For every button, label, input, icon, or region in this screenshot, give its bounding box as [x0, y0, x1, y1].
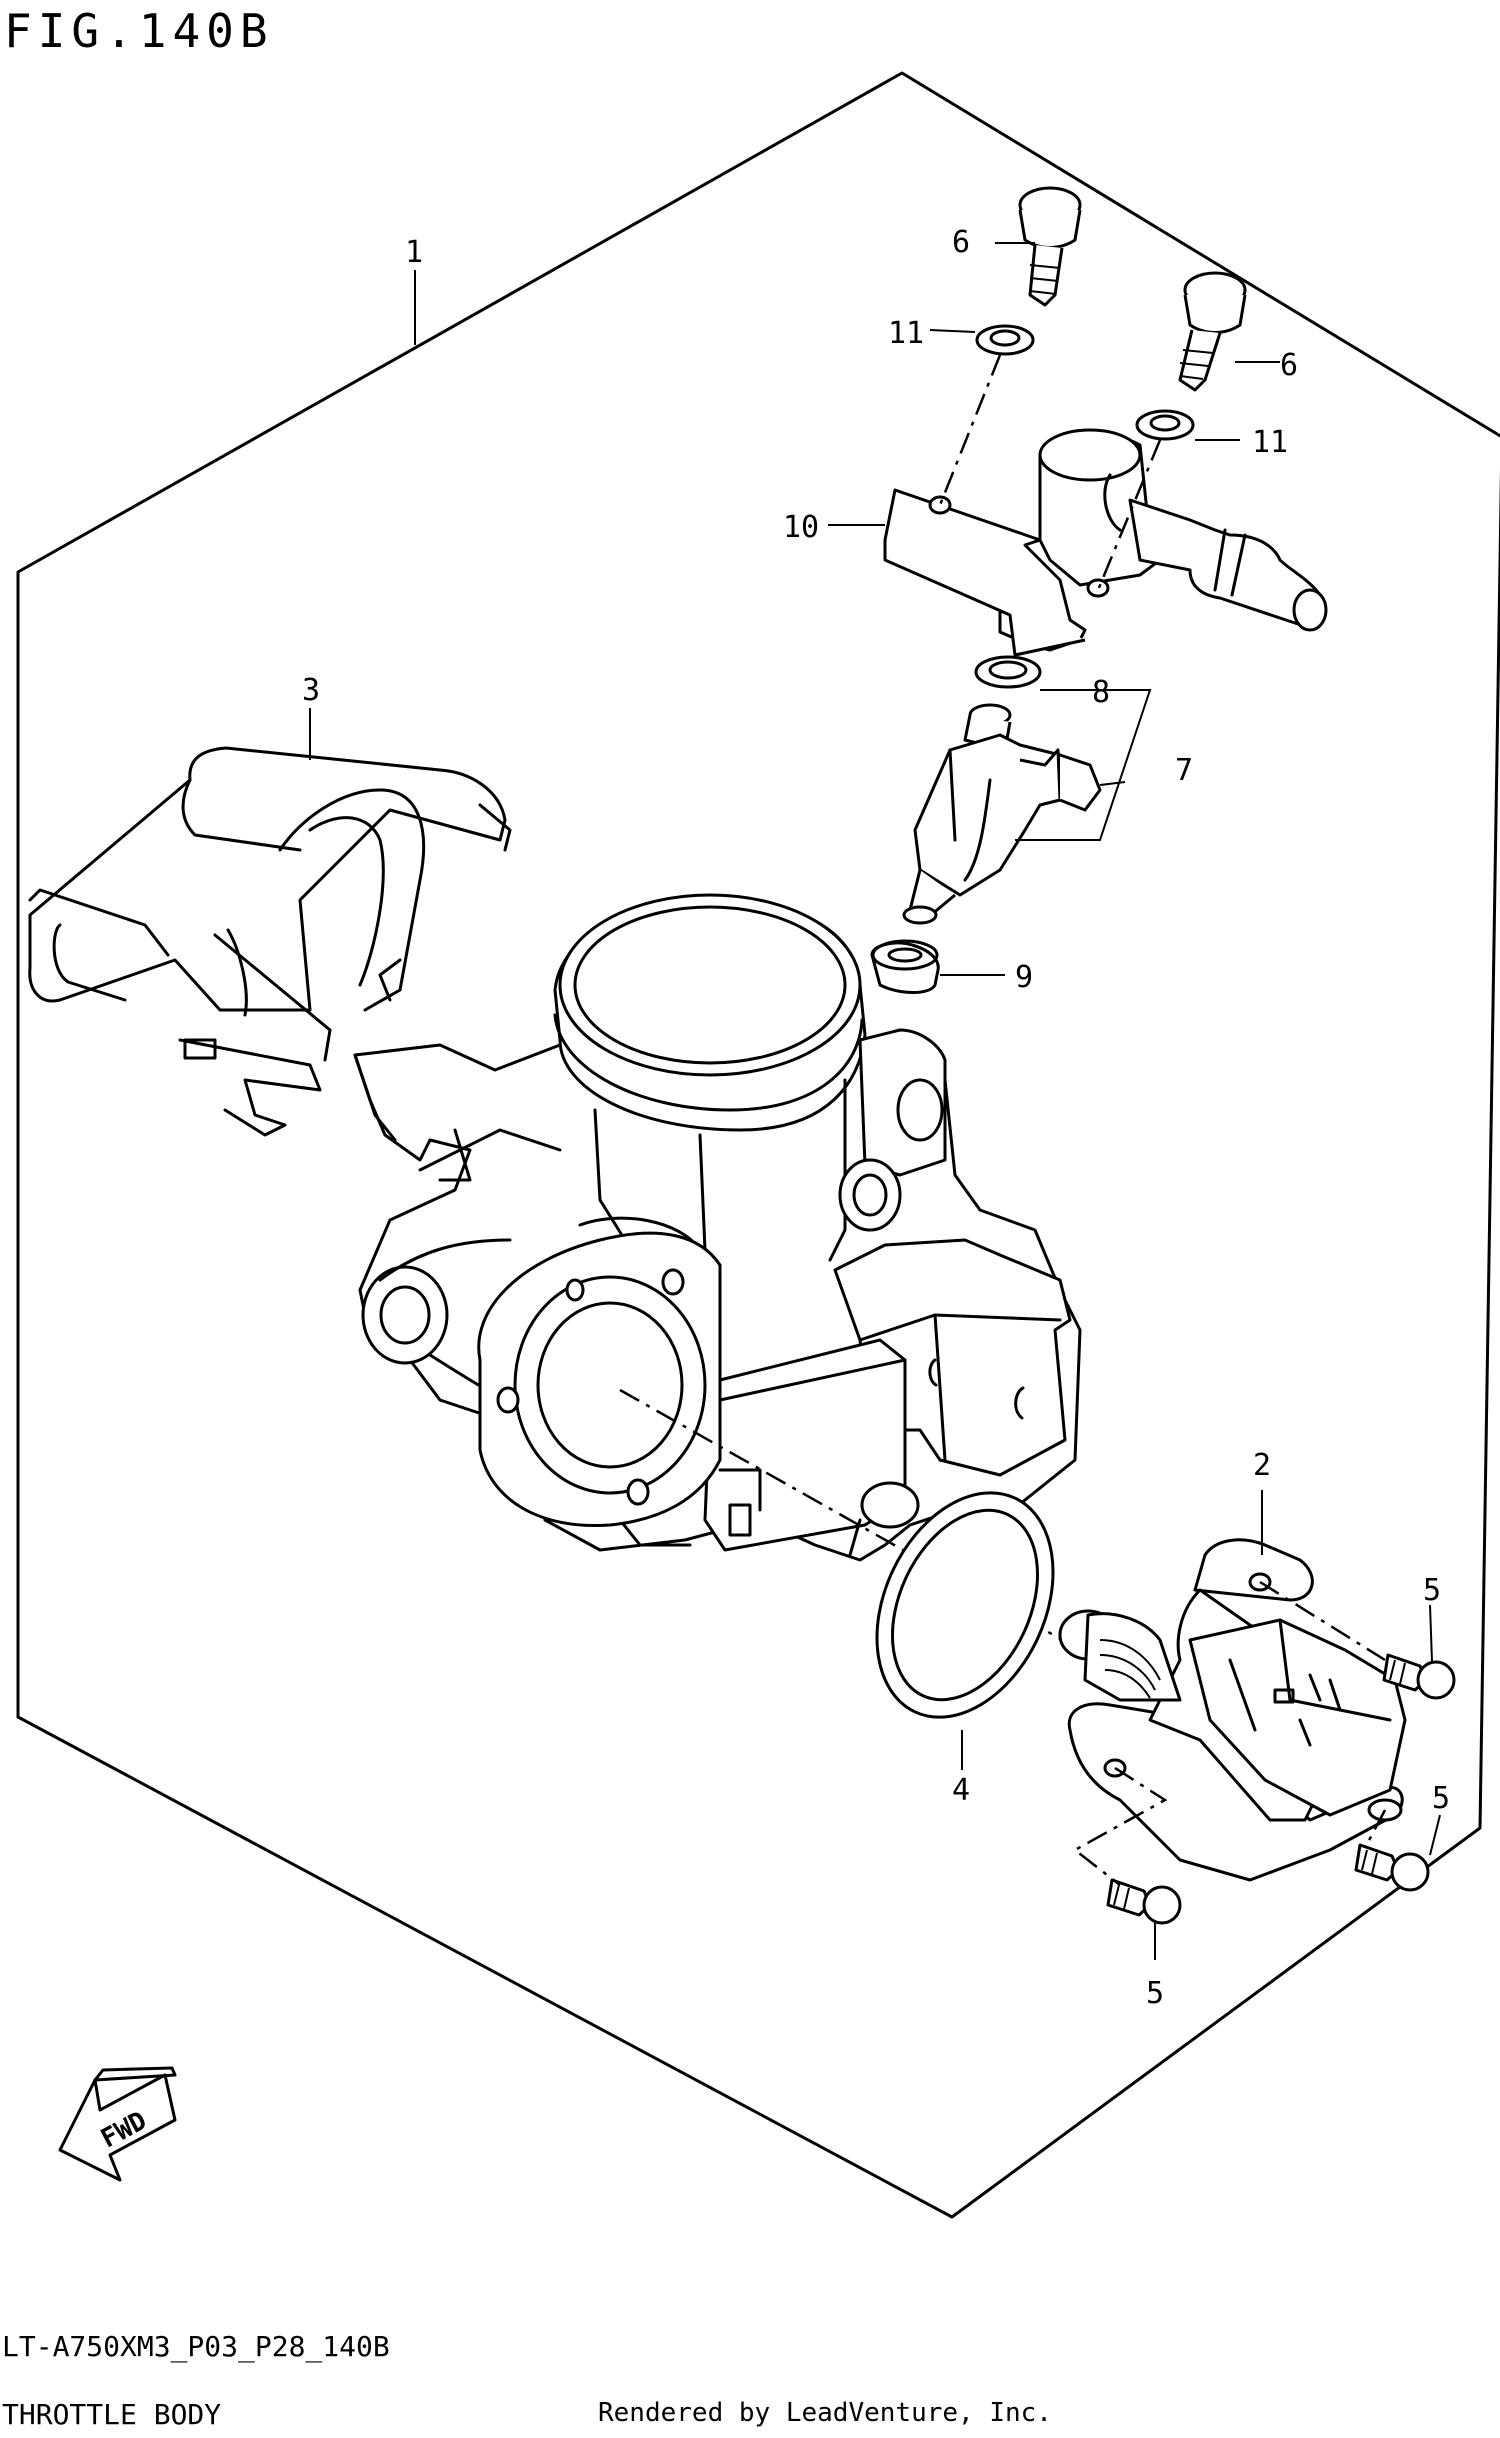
part-4-gasket-ring[interactable]: [843, 1464, 1088, 1746]
callout-3: 3: [302, 673, 320, 708]
part-5-screw-lower[interactable]: [1106, 1878, 1182, 1925]
callout-labels: 1 2 3 4 5 5 5 6 6 7 8 9 10 11 11: [302, 225, 1450, 2011]
callout-9: 9: [1015, 960, 1033, 995]
callout-11b: 11: [1252, 425, 1288, 460]
part-2-throttle-sensor[interactable]: [1058, 1538, 1407, 1882]
model-code: LT-A750XM3_P03_P28_140B: [2, 2330, 390, 2363]
intake-flange: [477, 1231, 1081, 1652]
section-name: THROTTLE BODY: [2, 2398, 222, 2431]
assembly-boundary: [16, 71, 1500, 2219]
figure-title: FIG.140B: [4, 4, 274, 58]
part-5-screw-lower-right[interactable]: [1354, 1843, 1430, 1892]
fwd-direction-badge: FWD: [58, 2066, 177, 2182]
leader-lines: [309, 242, 1441, 1960]
callout-5b: 5: [1432, 1781, 1450, 1816]
callout-5a: 5: [1423, 1573, 1441, 1608]
part-7-fuel-injector[interactable]: [902, 703, 1102, 925]
callout-6a: 6: [952, 225, 970, 260]
callout-4: 4: [952, 1773, 970, 1808]
part-11-washer-left[interactable]: [975, 324, 1035, 356]
part-9-injector-seal[interactable]: [870, 939, 940, 994]
part-10-fuel-rail[interactable]: [883, 428, 1328, 657]
part-8-o-ring[interactable]: [974, 655, 1042, 689]
part-5-screw-upper[interactable]: [1382, 1653, 1456, 1700]
part-11-washer-right[interactable]: [1135, 409, 1195, 441]
callout-2: 2: [1253, 1448, 1271, 1483]
callout-8: 8: [1092, 675, 1110, 710]
part-6-screw-left[interactable]: [1018, 186, 1082, 307]
callout-10: 10: [783, 510, 819, 545]
callout-11a: 11: [888, 316, 924, 351]
callout-1: 1: [405, 235, 423, 270]
callout-5c: 5: [1146, 1976, 1164, 2011]
part-6-screw-right[interactable]: [1178, 271, 1247, 392]
callout-7: 7: [1175, 753, 1193, 788]
render-credit: Rendered by LeadVenture, Inc.: [598, 2398, 1052, 2428]
part-3-harness-clamp[interactable]: [28, 746, 512, 1137]
callout-6b: 6: [1280, 348, 1298, 383]
